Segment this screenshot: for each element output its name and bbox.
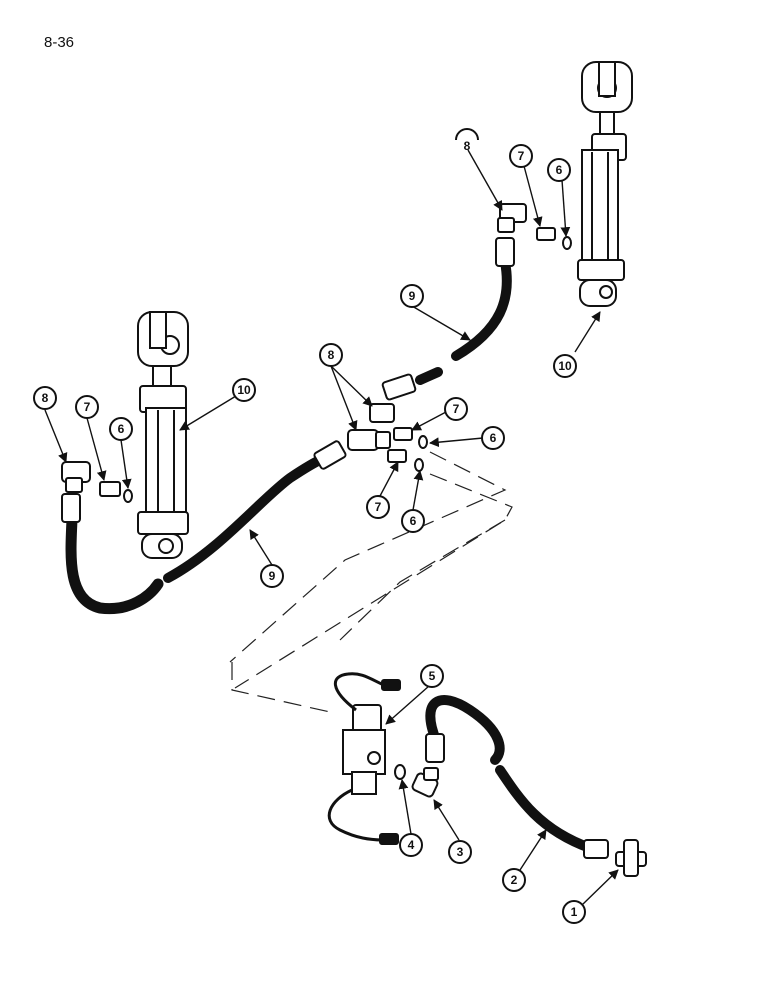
callout-2: 2 xyxy=(511,873,518,887)
callout-7-middle-bottom: 7 xyxy=(375,500,382,514)
callout-8-left: 8 xyxy=(42,391,49,405)
page-number: 8-36 xyxy=(44,34,75,51)
callout-6-middle-top: 6 xyxy=(490,431,497,445)
callout-8-upper: 8 xyxy=(464,139,471,153)
callout-circles xyxy=(33,144,586,924)
hydraulic-cylinder-right xyxy=(577,61,633,307)
hydraulic-hose-right xyxy=(381,237,515,401)
callout-9-lower: 9 xyxy=(269,569,276,583)
hydraulic-cylinder-left xyxy=(137,311,189,559)
hydraulic-hose-left xyxy=(61,440,347,615)
callout-1: 1 xyxy=(571,905,578,919)
callout-8-middle: 8 xyxy=(328,348,335,362)
callout-circle-partial xyxy=(455,128,479,141)
callout-7-left: 7 xyxy=(84,400,91,414)
callout-10-left: 10 xyxy=(237,383,251,397)
callout-10-right: 10 xyxy=(558,359,572,373)
leader-lines xyxy=(44,149,619,906)
callout-4: 4 xyxy=(408,838,415,852)
callout-9-upper: 9 xyxy=(409,289,416,303)
callout-5: 5 xyxy=(429,669,436,683)
callout-6-upper: 6 xyxy=(556,163,563,177)
callout-6-left: 6 xyxy=(118,422,125,436)
callout-3: 3 xyxy=(457,845,464,859)
callout-7-middle-top: 7 xyxy=(453,402,460,416)
callout-6-middle-bottom: 6 xyxy=(410,514,417,528)
callout-7-upper: 7 xyxy=(518,149,525,163)
hydraulic-hose-bottom xyxy=(425,695,647,877)
valve-assembly xyxy=(327,672,439,845)
dashed-connection-lines xyxy=(229,451,513,713)
